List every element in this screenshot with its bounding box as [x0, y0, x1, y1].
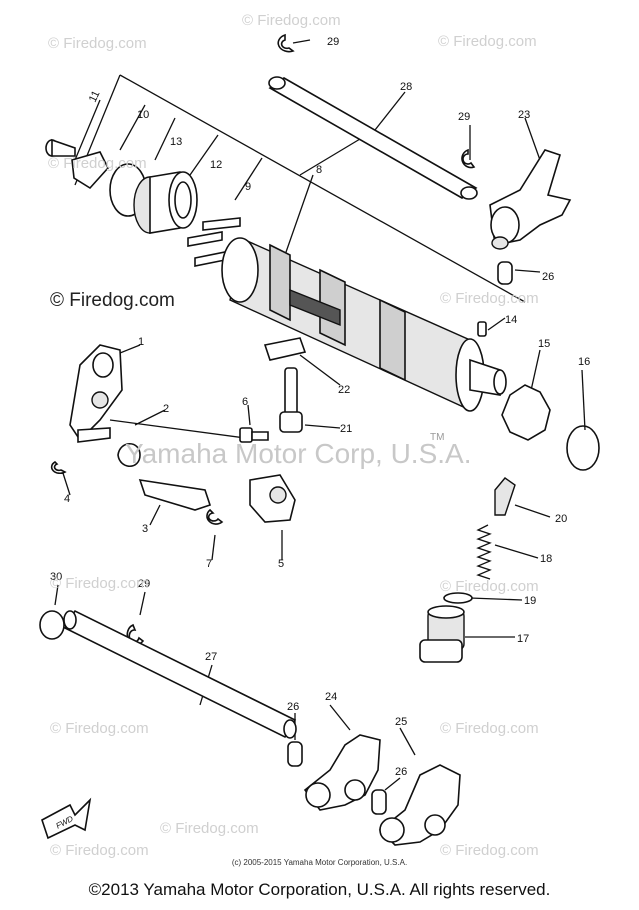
label-1: 1: [138, 336, 144, 348]
trademark: TM: [430, 432, 445, 443]
spring-2: [117, 442, 141, 468]
clip-4: [50, 461, 67, 475]
stopper-15: [501, 384, 551, 441]
label-29-lower: 29: [138, 578, 150, 590]
shift-fork-23: [489, 149, 572, 250]
label-2: 2: [163, 403, 169, 415]
fwd-arrow-icon: FWD: [41, 797, 92, 840]
label-18: 18: [540, 553, 552, 565]
label-26-right: 26: [395, 766, 407, 778]
label-13: 13: [170, 136, 182, 148]
label-29-top: 29: [327, 36, 339, 48]
roller-26-top: [497, 261, 513, 285]
watermark: © Firedog.com: [50, 720, 149, 737]
label-10: 10: [137, 109, 149, 121]
retainer-10: [71, 151, 109, 190]
label-26-left: 26: [287, 701, 299, 713]
spring-18: [476, 524, 492, 580]
watermark-center: Yamaha Motor Corp, U.S.A.: [125, 438, 472, 469]
leader-lines: [54, 39, 586, 791]
label-26-top: 26: [542, 271, 554, 283]
label-11: 11: [87, 89, 103, 104]
roller-26-right: [371, 789, 387, 815]
watermark: © Firedog.com: [160, 820, 259, 837]
label-16: 16: [578, 356, 590, 368]
guide-bar-27: [63, 609, 297, 739]
clip-7: [206, 508, 224, 525]
watermark-large: © Firedog.com: [50, 290, 175, 311]
label-17: 17: [517, 633, 529, 645]
copyright-small: (c) 2005-2015 Yamaha Motor Corporation, …: [231, 858, 408, 867]
lever-3: [138, 479, 212, 511]
label-9: 9: [245, 181, 251, 193]
label-14: 14: [505, 314, 517, 326]
circlip-29-lower: [126, 623, 145, 646]
watermark: © Firedog.com: [242, 12, 341, 29]
label-23: 23: [518, 109, 530, 121]
label-3: 3: [142, 523, 148, 535]
label-8: 8: [316, 164, 322, 176]
label-20: 20: [555, 513, 567, 525]
label-7: 7: [206, 558, 212, 570]
watermark: © Firedog.com: [48, 35, 147, 52]
label-15: 15: [538, 338, 550, 350]
circlip-29-top: [277, 33, 295, 53]
shift-lever-1: [69, 344, 123, 443]
washer-19: [443, 592, 473, 604]
label-21: 21: [340, 423, 352, 435]
bearing-12: [133, 171, 198, 234]
shift-shaft-28: [268, 76, 478, 200]
watermark: © Firedog.com: [50, 842, 149, 859]
watermark: © Firedog.com: [50, 575, 149, 592]
screw-11: [45, 138, 76, 157]
arm-5: [249, 474, 296, 523]
pin-21: [279, 367, 303, 433]
bolt-6: [239, 427, 269, 443]
watermark: © Firedog.com: [440, 720, 539, 737]
footer-copyright: ©2013 Yamaha Motor Corporation, U.S.A. A…: [88, 880, 551, 899]
washer-30: [39, 610, 65, 640]
plug-17: [419, 605, 465, 663]
watermark: © Firedog.com: [48, 155, 147, 172]
part-labels: 29 28 11 10 13 12 9 8 29 23 26 14 1 2 6 …: [50, 36, 590, 778]
label-25: 25: [395, 716, 407, 728]
label-19: 19: [524, 595, 536, 607]
shift-fork-25: [378, 764, 461, 846]
label-29-mid: 29: [458, 111, 470, 123]
label-28: 28: [400, 81, 412, 93]
pin-14: [477, 321, 487, 337]
plate-22: [263, 337, 307, 361]
label-30: 30: [50, 571, 62, 583]
circlip-29-mid: [461, 148, 476, 169]
shift-fork-24: [303, 734, 381, 811]
shift-drum-8: [221, 237, 507, 412]
watermark: © Firedog.com: [440, 578, 539, 595]
watermark: © Firedog.com: [440, 842, 539, 859]
label-5: 5: [278, 558, 284, 570]
circlip-16: [566, 425, 600, 471]
guide-20: [494, 477, 516, 516]
watermark: © Firedog.com: [438, 33, 537, 50]
label-22: 22: [338, 384, 350, 396]
label-27: 27: [205, 651, 217, 663]
label-4: 4: [64, 493, 70, 505]
watermark: © Firedog.com: [440, 290, 539, 307]
roller-26-left: [287, 741, 303, 767]
label-24: 24: [325, 691, 337, 703]
label-12: 12: [210, 159, 222, 171]
label-6: 6: [242, 396, 248, 408]
